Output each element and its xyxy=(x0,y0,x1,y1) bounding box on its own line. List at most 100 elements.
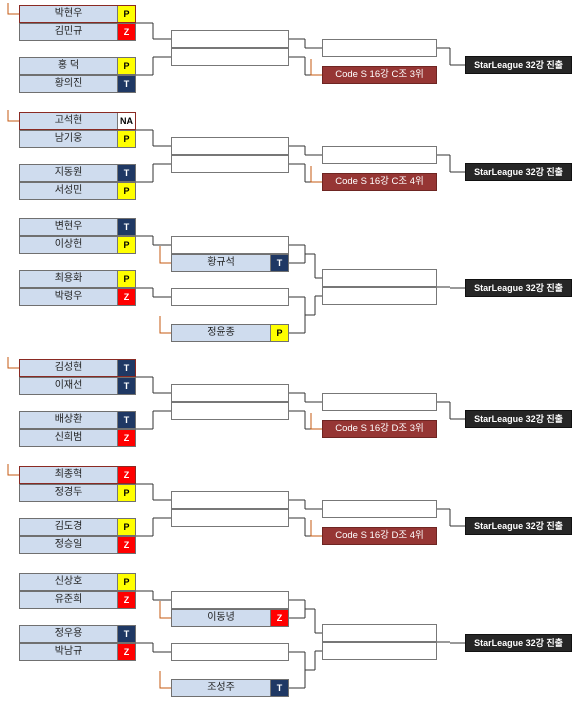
player-name: 신상호 xyxy=(54,576,83,587)
race-badge: T xyxy=(117,360,135,376)
code-s-result: Code S 16강 D조 4위 xyxy=(322,527,437,545)
race-badge: Z xyxy=(117,537,135,553)
race-badge: T xyxy=(117,626,135,642)
race-badge: NA xyxy=(117,113,135,129)
loser-marker xyxy=(310,413,322,430)
player-name: 정경두 xyxy=(54,487,83,498)
round2-slot xyxy=(171,30,289,48)
final-slot xyxy=(322,642,437,660)
player-name: 남기웅 xyxy=(54,133,83,144)
advance-result: StarLeague 32강 진출 xyxy=(465,163,572,181)
player-slot: 김도경 P xyxy=(19,518,136,536)
player-name: 정윤종 xyxy=(207,327,235,338)
race-badge: P xyxy=(117,237,135,253)
player-slot: 남기웅 P xyxy=(19,130,136,148)
race-badge: T xyxy=(270,680,288,696)
player-name: 신희범 xyxy=(54,432,83,443)
winner-name xyxy=(323,625,436,641)
seed-marker xyxy=(159,601,171,619)
winner-name xyxy=(172,237,288,253)
seed-marker xyxy=(7,357,19,369)
advance-result: StarLeague 32강 진출 xyxy=(465,634,572,652)
race-badge: P xyxy=(117,574,135,590)
race-badge: Z xyxy=(117,430,135,446)
race-badge: Z xyxy=(270,610,288,626)
winner-name xyxy=(323,147,436,163)
seed-player-slot: 조성주 T xyxy=(171,679,289,697)
player-name: 이동녕 xyxy=(207,612,235,623)
final-slot xyxy=(322,39,437,57)
round2-slot xyxy=(171,591,289,609)
seed-player-slot: 황규석 T xyxy=(171,254,289,272)
round2-slot xyxy=(171,155,289,173)
player-name: 유준희 xyxy=(54,594,83,605)
player-name: 변현우 xyxy=(54,221,83,232)
player-slot: 김민규 Z xyxy=(19,23,136,41)
race-badge: Z xyxy=(117,289,135,305)
race-badge: P xyxy=(117,58,135,74)
player-slot: 신상호 P xyxy=(19,573,136,591)
player-name: 배상환 xyxy=(54,414,83,425)
winner-name xyxy=(323,288,436,304)
player-name: 서성민 xyxy=(54,185,83,196)
player-name: 박령우 xyxy=(54,291,83,302)
round2-slot xyxy=(171,288,289,306)
round2-slot xyxy=(171,48,289,66)
player-slot: 정경두 P xyxy=(19,484,136,502)
winner-name xyxy=(172,403,288,419)
winner-name xyxy=(323,394,436,410)
player-slot: 박현우 P xyxy=(19,5,136,23)
advance-result: StarLeague 32강 진출 xyxy=(465,56,572,74)
winner-name xyxy=(172,510,288,526)
round2-slot xyxy=(171,236,289,254)
race-badge: T xyxy=(117,76,135,92)
winner-name xyxy=(172,592,288,608)
player-name: 김도경 xyxy=(54,521,83,532)
code-s-result: Code S 16강 C조 4위 xyxy=(322,173,437,191)
player-name: 조성주 xyxy=(207,682,235,693)
winner-name xyxy=(172,156,288,172)
winner-name xyxy=(172,138,288,154)
player-name: 김민규 xyxy=(54,26,83,37)
seed-player-slot: 정윤종 P xyxy=(171,324,289,342)
player-slot: 신희범 Z xyxy=(19,429,136,447)
winner-name xyxy=(323,270,436,286)
race-badge: P xyxy=(117,485,135,501)
race-badge: P xyxy=(117,519,135,535)
player-slot: 정우용 T xyxy=(19,625,136,643)
race-badge: P xyxy=(270,325,288,341)
player-name: 정우용 xyxy=(54,628,83,639)
player-name: 정승일 xyxy=(54,539,83,550)
code-s-result: Code S 16강 C조 3위 xyxy=(322,66,437,84)
race-badge: P xyxy=(117,6,135,22)
player-slot: 박령우 Z xyxy=(19,288,136,306)
round2-slot xyxy=(171,402,289,420)
race-badge: Z xyxy=(117,24,135,40)
race-badge: T xyxy=(270,255,288,271)
round2-slot xyxy=(171,509,289,527)
player-name: 이재선 xyxy=(54,380,83,391)
player-name: 박현우 xyxy=(54,8,83,19)
race-badge: T xyxy=(117,412,135,428)
advance-result: StarLeague 32강 진출 xyxy=(465,517,572,535)
player-name: 황규석 xyxy=(207,257,235,268)
winner-name xyxy=(172,644,288,660)
player-name: 홍 덕 xyxy=(57,60,80,71)
winner-name xyxy=(323,643,436,659)
winner-name xyxy=(172,492,288,508)
race-badge: T xyxy=(117,378,135,394)
race-badge: T xyxy=(117,165,135,181)
final-slot xyxy=(322,287,437,305)
race-badge: P xyxy=(117,131,135,147)
loser-marker xyxy=(310,59,322,76)
